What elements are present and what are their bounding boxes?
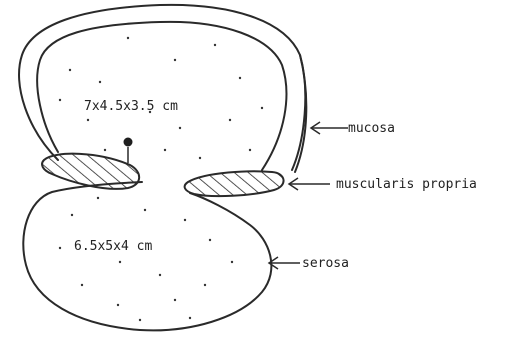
- lower-mass-outline: [23, 182, 271, 330]
- muscularis-arrow: [289, 178, 330, 190]
- upper-mass-inner-outline: [37, 22, 286, 170]
- lower-mass-dimensions: 6.5x5x4 cm: [74, 239, 152, 254]
- upper-mass-dimensions: 7x4.5x3.5 cm: [84, 99, 178, 114]
- upper-mass-outline: [19, 5, 305, 170]
- muscularis-label: muscularis propria: [336, 177, 477, 192]
- serosa-arrow: [269, 257, 300, 269]
- mucosa-arrow: [311, 122, 348, 134]
- pin-marker: [124, 138, 133, 147]
- mucosa-label: mucosa: [348, 121, 395, 136]
- muscularis-band-right: [185, 171, 284, 196]
- serosa-label: serosa: [302, 256, 349, 271]
